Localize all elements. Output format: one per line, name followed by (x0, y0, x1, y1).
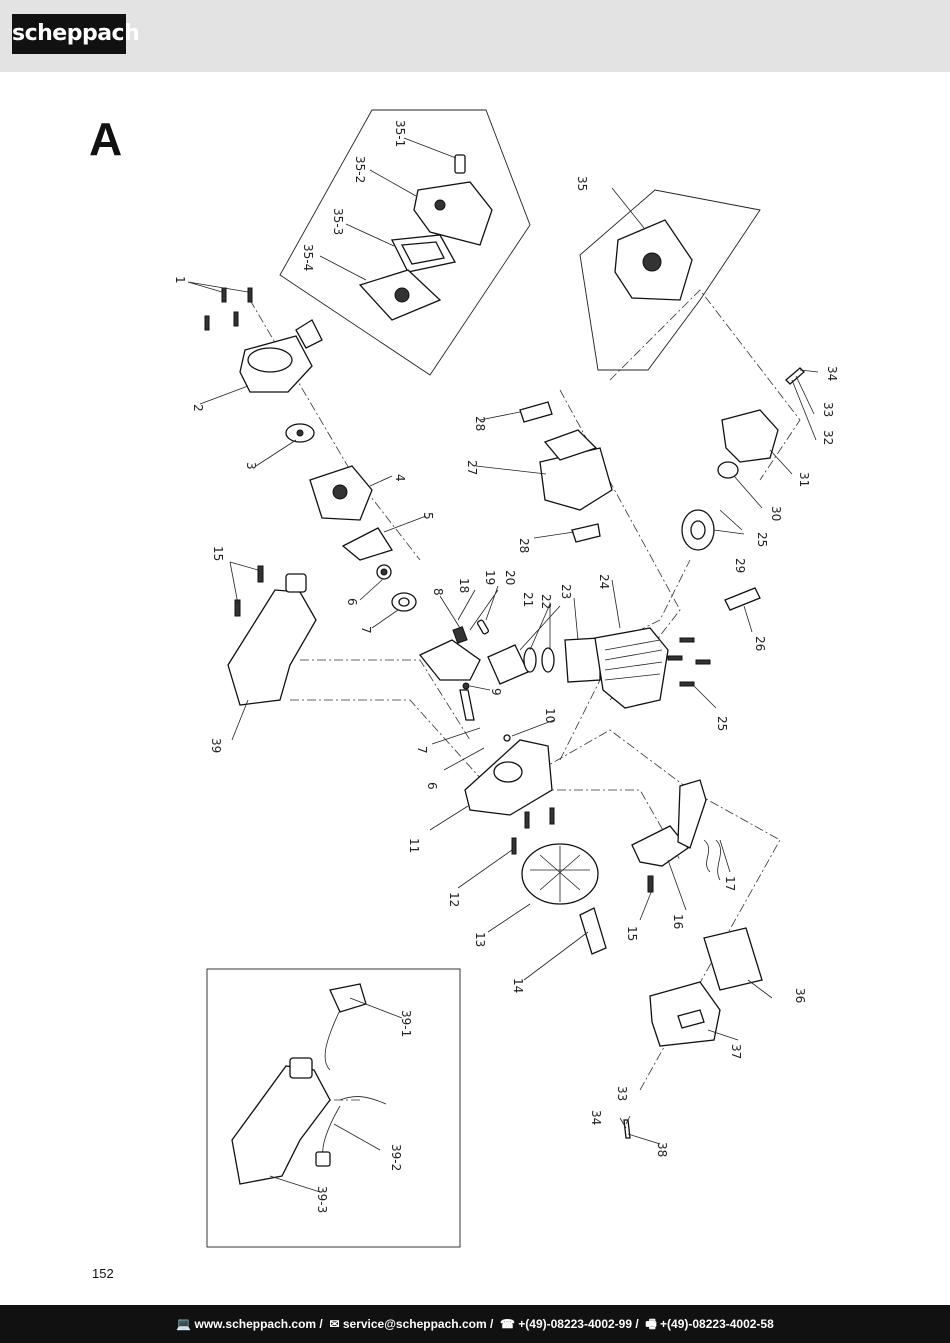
part-labels: 1 2 3 4 5 6 6 7 7 8 9 10 11 12 13 14 15 … (173, 120, 839, 1213)
part-label: 25 (715, 716, 729, 731)
part-label: 28 (473, 416, 487, 431)
part-label: 16 (671, 914, 685, 929)
part-label: 35-1 (393, 120, 407, 147)
part-label: 22 (539, 594, 553, 609)
engine-shroud-icon (539, 447, 613, 511)
part-label: 26 (753, 636, 767, 651)
air-filter-cover-icon (413, 181, 493, 246)
part-label: 33 (615, 1086, 629, 1101)
fuel-tank-icon (227, 589, 317, 706)
part-label: 6 (425, 782, 439, 790)
part-label: 35-2 (353, 156, 367, 183)
part-label: 8 (431, 588, 445, 596)
part-label: 9 (489, 688, 503, 696)
fuel-cap-icon (329, 983, 367, 1013)
part-label: 1 (173, 276, 187, 284)
part-label: 38 (655, 1142, 669, 1157)
part-label: 35 (575, 176, 589, 191)
screw-set-icon (204, 287, 253, 331)
clutch-shaft-icon (579, 907, 607, 955)
page-number: 152 (92, 1266, 114, 1281)
part-label: 2 (191, 404, 205, 412)
fuel-tank-inset-frame (206, 968, 461, 1248)
exploded-parts-diagram: 1 2 3 4 5 6 6 7 7 8 9 10 11 12 13 14 15 … (173, 109, 839, 1248)
part-label: 18 (457, 578, 471, 593)
part-label: 31 (797, 472, 811, 487)
part-label: 19 (483, 570, 497, 585)
air-filter-knob-icon (454, 154, 466, 174)
part-label: 5 (421, 512, 435, 520)
spark-plug-icon (724, 587, 761, 611)
footer-website[interactable]: www.scheppach.com / (194, 1317, 323, 1331)
page-footer: 💻 www.scheppach.com / ✉ service@scheppac… (0, 1305, 950, 1343)
part-label: 28 (517, 538, 531, 553)
part-label: 7 (359, 626, 373, 634)
cylinder-icon (594, 627, 669, 709)
part-label: 10 (543, 708, 557, 723)
air-filter-assembly-frame (579, 189, 761, 371)
part-label: 29 (733, 558, 747, 573)
part-label: 34 (589, 1110, 603, 1125)
ignition-coil-icon (631, 825, 689, 867)
part-label: 13 (473, 932, 487, 947)
footer-fax: +(49)-08223-4002-58 (660, 1317, 774, 1331)
part-label: 20 (503, 570, 517, 585)
piston-icon (487, 644, 529, 685)
envelope-icon: ✉ (326, 1317, 343, 1331)
heat-plate-icon (519, 401, 553, 423)
part-label: 39-2 (389, 1144, 403, 1171)
part-label: 11 (407, 838, 421, 853)
part-label: 6 (345, 598, 359, 606)
part-label: 7 (415, 746, 429, 754)
part-label: 12 (447, 892, 461, 907)
footer-email[interactable]: service@scheppach.com / (342, 1317, 494, 1331)
part-label: 32 (821, 430, 835, 445)
cylinder-bolts-icon (667, 637, 711, 687)
fuel-filter-icon (315, 1151, 331, 1167)
part-label: 36 (793, 988, 807, 1003)
part-label: 14 (511, 978, 525, 993)
cylinder-gasket-icon (564, 637, 601, 683)
carburetor-icon (721, 409, 779, 463)
part-label: 3 (244, 462, 258, 470)
part-label: 23 (559, 584, 573, 599)
section-letter: A (89, 113, 123, 165)
part-label: 39-3 (315, 1186, 329, 1213)
page-header: scheppach (0, 0, 950, 72)
part-label: 34 (825, 366, 839, 381)
part-label: 33 (821, 402, 835, 417)
scheppach-logo: scheppach (12, 14, 140, 54)
fax-icon: 🖷 (642, 1317, 661, 1331)
part-label: 25 (755, 532, 769, 547)
computer-icon: 💻 (176, 1317, 195, 1331)
part-label: 24 (597, 574, 611, 589)
part-label: 15 (211, 546, 225, 561)
part-label: 21 (521, 592, 535, 607)
air-filter-inset-frame (279, 109, 531, 376)
wire-harness-icon (703, 839, 721, 881)
part-label: 35-4 (301, 244, 315, 271)
part-label: 4 (393, 474, 407, 482)
gasket-icon (341, 527, 394, 561)
fuel-tank-inset-icon (231, 1065, 331, 1185)
muffler-heat-shield-icon (703, 927, 763, 991)
part-label: 15 (625, 926, 639, 941)
telephone-icon: ☎ (496, 1317, 519, 1331)
part-label: 35-3 (331, 208, 345, 235)
part-label: 17 (723, 876, 737, 891)
part-label: 37 (729, 1044, 743, 1059)
footer-phone: +(49)-08223-4002-99 / (518, 1317, 639, 1331)
part-label: 39-1 (399, 1010, 413, 1037)
crankshaft-icon (418, 639, 481, 681)
part-label: 30 (769, 506, 783, 521)
part-label: 39 (209, 738, 223, 753)
part-label: 27 (465, 460, 479, 475)
